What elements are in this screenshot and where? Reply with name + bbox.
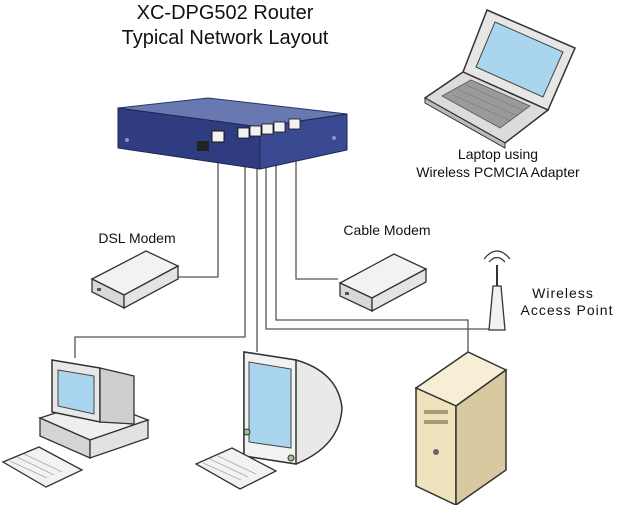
laptop-label-line1: Laptop using — [398, 146, 598, 163]
diagram-title-line2: Typical Network Layout — [100, 27, 350, 50]
cable-modem-device — [340, 254, 426, 311]
diagram-title-line1: XC-DPG502 Router — [100, 2, 350, 25]
cable-modem-label: Cable Modem — [322, 222, 452, 239]
cable-dsl-modem — [175, 152, 218, 277]
cable-desktop-pc — [75, 140, 245, 358]
crt-pc-device — [196, 352, 342, 489]
laptop-device — [425, 10, 575, 148]
desktop-pc-device — [3, 360, 148, 487]
server-tower-device — [416, 352, 506, 505]
dsl-modem-device — [92, 251, 178, 308]
router-port-wan — [212, 131, 224, 142]
laptop-label-line2: Wireless PCMCIA Adapter — [388, 164, 608, 181]
router-device — [118, 98, 347, 169]
access-point-device — [484, 251, 510, 330]
dsl-modem-label: DSL Modem — [72, 230, 202, 247]
access-point-label-line1: Wireless — [513, 285, 613, 302]
cable-cable-modem — [296, 140, 338, 279]
access-point-label-line2: Access Point — [513, 302, 621, 319]
